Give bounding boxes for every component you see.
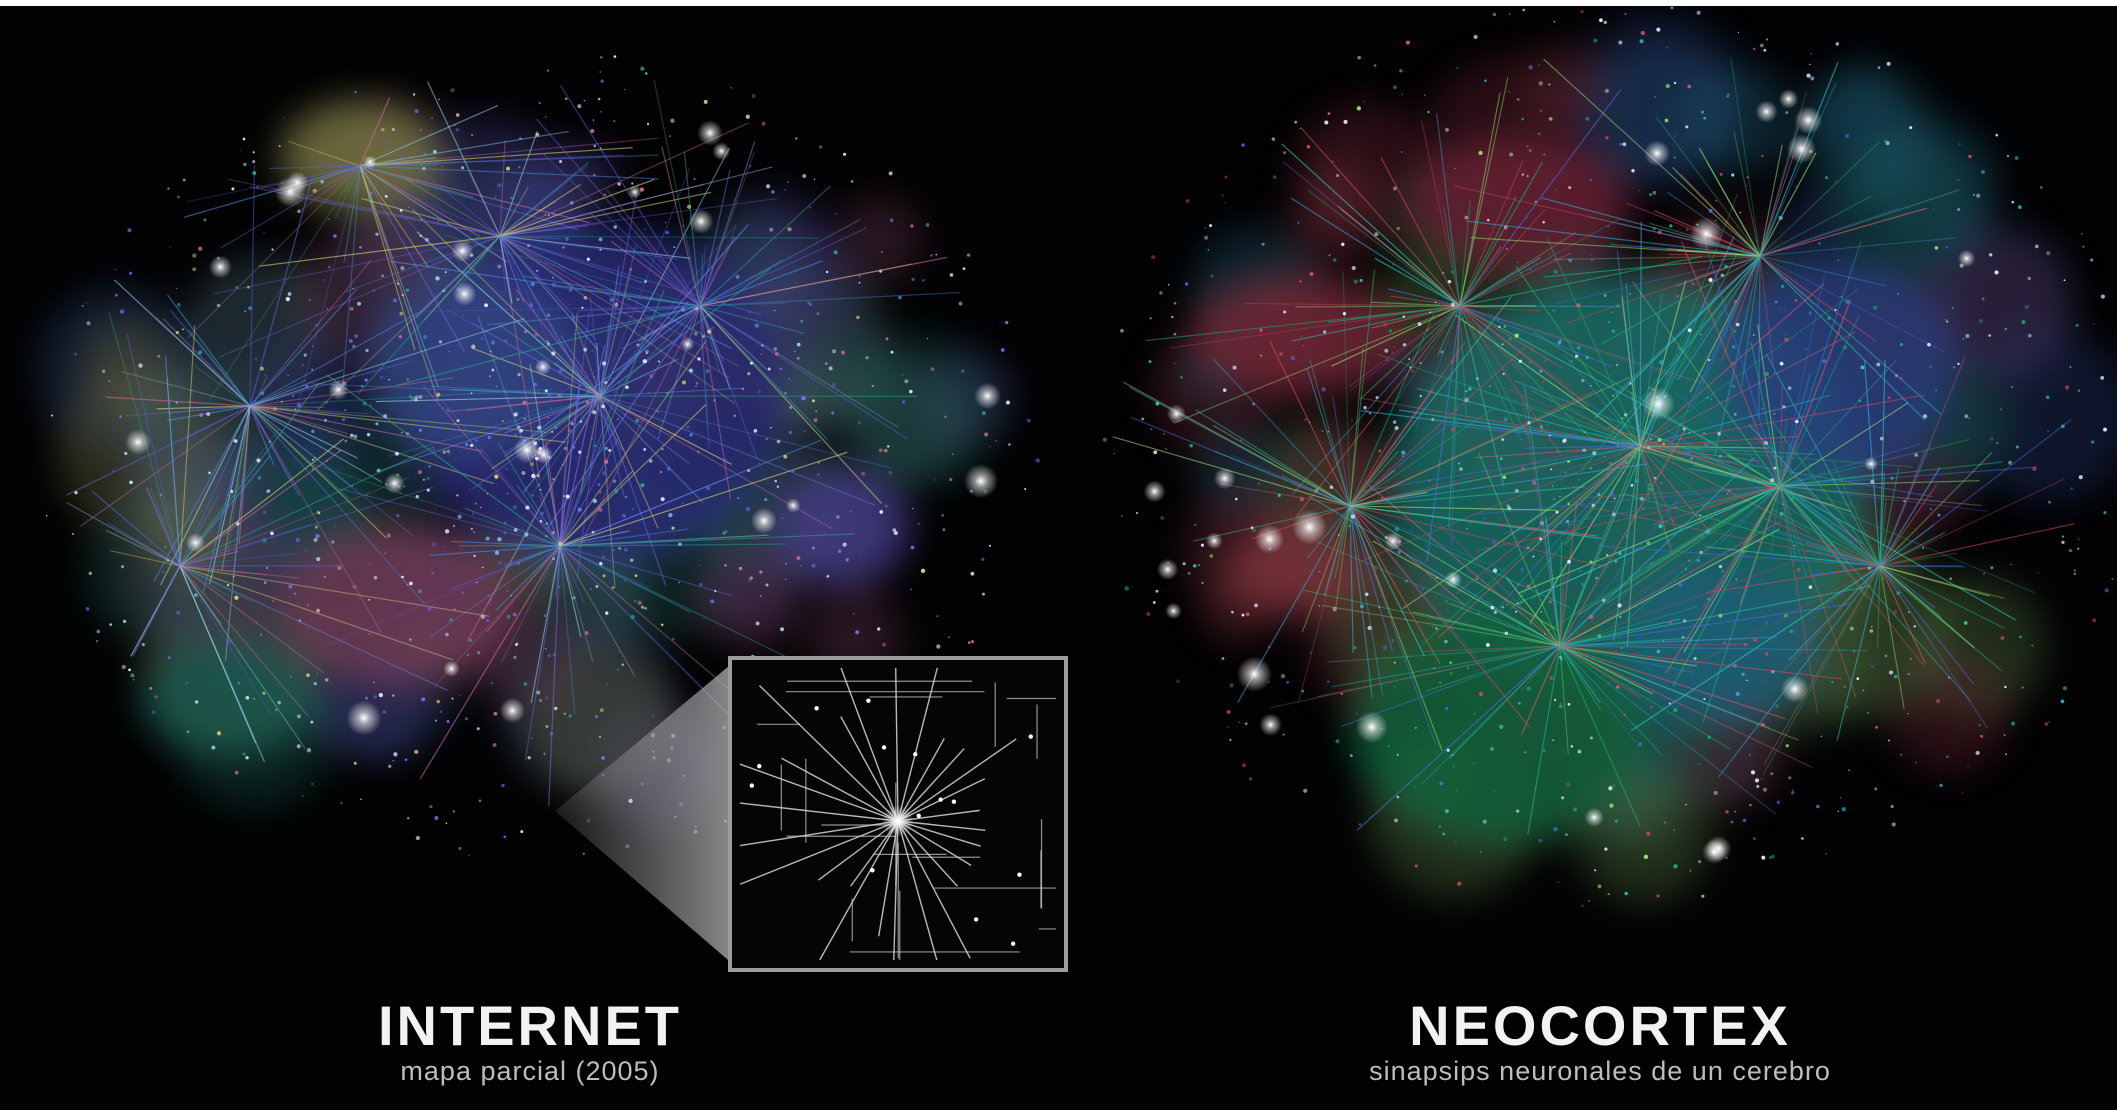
zoom-callout <box>555 656 1068 972</box>
internet-network-map <box>35 55 1040 857</box>
internet-title: INTERNET <box>378 994 682 1057</box>
neocortex-network-map <box>1102 6 2117 907</box>
neocortex-title: NEOCORTEX <box>1409 994 1791 1057</box>
zoom-cone <box>555 661 735 966</box>
comparison-panel: INTERNET mapa parcial (2005) NEOCORTEX s… <box>0 6 2117 1110</box>
zoom-inset-network <box>739 667 1056 961</box>
internet-subtitle: mapa parcial (2005) <box>400 1056 660 1086</box>
neocortex-subtitle: sinapsips neuronales de un cerebro <box>1369 1056 1831 1086</box>
network-visualizations <box>35 6 2117 972</box>
